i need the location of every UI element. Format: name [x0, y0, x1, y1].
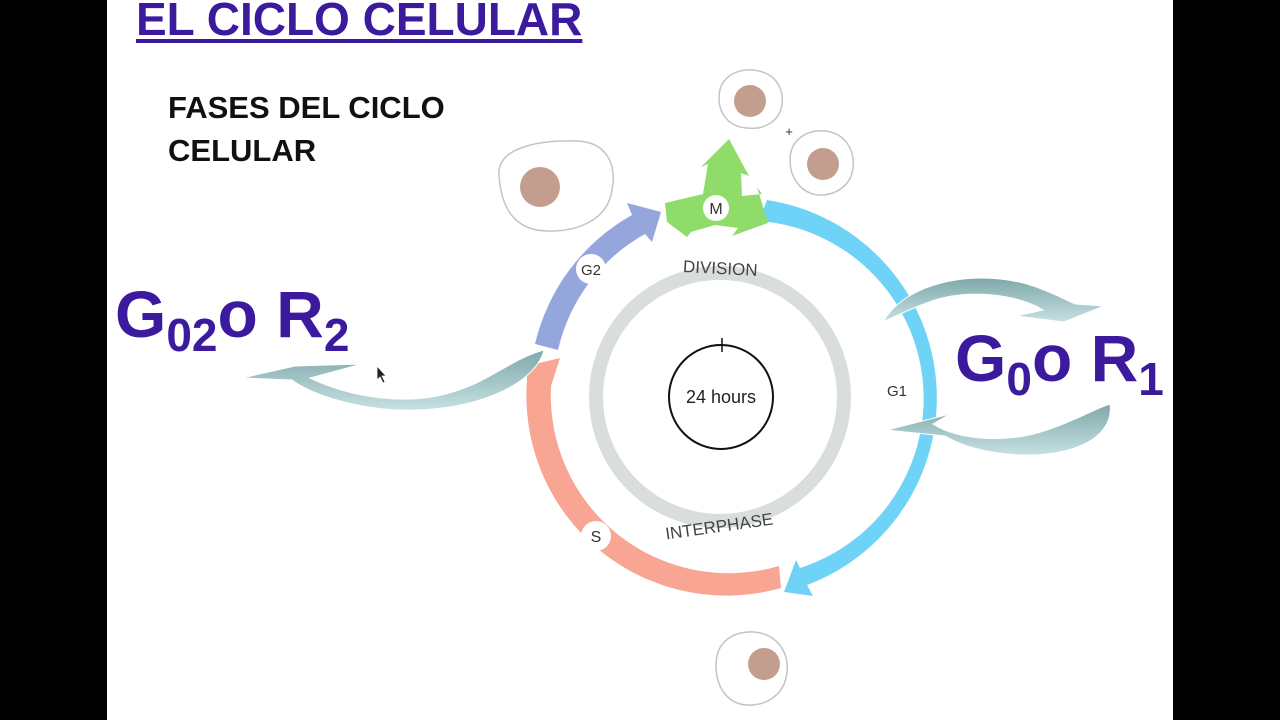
r2-subscript: 2: [323, 309, 350, 361]
g0-subscript: 0: [1006, 353, 1032, 405]
cell-cycle-diagram: M G1 S G2 DIVISION INTERPHASE 24 hours: [241, 69, 1111, 706]
g02-exit-arrow: [241, 349, 545, 411]
g0-return-arrow: [886, 403, 1111, 456]
center-duration: 24 hours: [686, 387, 756, 407]
slide-subtitle: FASES DEL CICLO CELULAR: [168, 90, 445, 168]
g02-subscript: 02: [166, 309, 218, 361]
slide-title: EL CICLO CELULAR: [136, 0, 583, 45]
m-phase-badge: M: [703, 195, 729, 221]
svg-text:G2: G2: [581, 262, 601, 279]
daughter-cell-top: [718, 69, 783, 130]
g0-exit-arrow: [881, 277, 1105, 324]
svg-text:S: S: [591, 529, 602, 546]
division-label: DIVISION: [683, 257, 759, 280]
g2-phase-badge: G2: [576, 254, 606, 284]
g1-phase-badge: G1: [882, 375, 912, 405]
svg-text:G1: G1: [887, 383, 907, 400]
clock-tick-icon: [715, 338, 723, 352]
interphase-ring: [589, 266, 851, 528]
g2-phase-arrow: [535, 203, 661, 350]
svg-text:M: M: [709, 201, 722, 218]
mouse-cursor-icon: [376, 364, 387, 384]
s-phase-badge: S: [581, 521, 611, 551]
plus-sign: +: [785, 124, 793, 139]
interphase-cell: [715, 631, 788, 706]
slide: EL CICLO CELULAR FASES DEL CICLO CELULAR…: [107, 0, 1173, 720]
parent-cell: [498, 140, 614, 232]
g0-r1-label: G0o R1: [955, 321, 1164, 405]
g02-r2-label: G02o R2: [115, 277, 350, 361]
daughter-cell-right: [789, 130, 854, 196]
r1-subscript: 1: [1138, 353, 1164, 405]
m-phase-arrow: [665, 139, 768, 237]
